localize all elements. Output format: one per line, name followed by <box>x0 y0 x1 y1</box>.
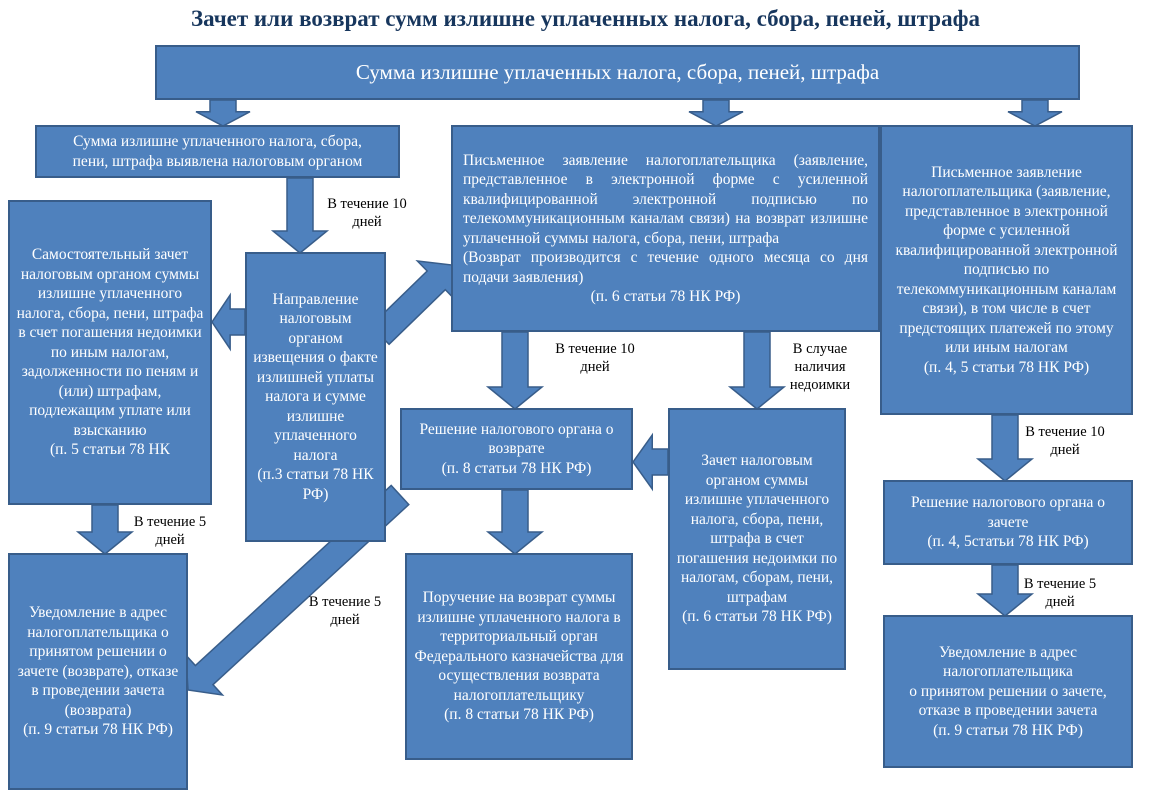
label-ten-days: В течение 10 дней <box>1025 424 1105 458</box>
flow-arrow-icon <box>975 564 1035 617</box>
box-treasury-order: Поручение на возврат суммы излишне уплач… <box>405 553 633 760</box>
label-ten-days: В течение 10 дней <box>327 196 407 230</box>
flow-arrow-icon <box>1007 99 1063 127</box>
box-detected-by-authority: Сумма излишне уплаченного налога, сбора,… <box>35 125 400 178</box>
box-offset-application: Письменное заявление налогоплательщика (… <box>880 125 1133 415</box>
label-five-days: В течение 5 дней <box>133 514 207 548</box>
box-overpaid-sum: Сумма излишне уплаченных налога, сбора, … <box>155 45 1080 100</box>
box-arrears-offset: Зачет налоговым органом суммы излишне уп… <box>668 408 846 670</box>
box-notify-left: Уведомление в адрес налогоплательщика о … <box>8 553 188 790</box>
flow-arrow-icon <box>195 99 251 127</box>
flow-arrow-icon <box>727 331 787 410</box>
label-five-days: В течение 5 дней <box>1023 576 1097 610</box>
flow-arrow-icon <box>211 292 246 352</box>
box-refund-decision: Решение налогового органа о возврате (п.… <box>400 408 633 490</box>
flow-arrow-icon <box>270 177 330 254</box>
box-refund-application: Письменное заявление налогоплательщика (… <box>451 125 880 332</box>
flow-arrow-icon <box>632 432 669 492</box>
box-offset-decision: Решение налогового органа о зачете (п. 4… <box>883 480 1133 565</box>
box-self-offset: Самостоятельный зачет налоговым органом … <box>8 200 212 505</box>
flow-arrow-icon <box>75 504 135 555</box>
flow-arrow-icon <box>485 489 545 555</box>
refund-application-ref: (п. 6 статьи 78 НК РФ) <box>590 288 741 305</box>
flow-arrow-icon <box>485 331 545 410</box>
box-notice: Направление налоговым органом извещения … <box>245 252 386 542</box>
label-arrears-case: В случае наличия недоимки <box>789 341 851 393</box>
diagram-title: Зачет или возврат сумм излишне уплаченны… <box>190 6 981 31</box>
refund-application-text: Письменное заявление налогоплательщика (… <box>463 151 868 286</box>
label-five-days: В течение 5 дней <box>308 594 382 628</box>
flow-arrow-icon <box>688 99 744 127</box>
label-ten-days: В течение 10 дней <box>555 341 635 375</box>
box-notify-right: Уведомление в адрес налогоплательщика о … <box>883 615 1133 768</box>
flow-arrow-icon <box>975 414 1035 482</box>
